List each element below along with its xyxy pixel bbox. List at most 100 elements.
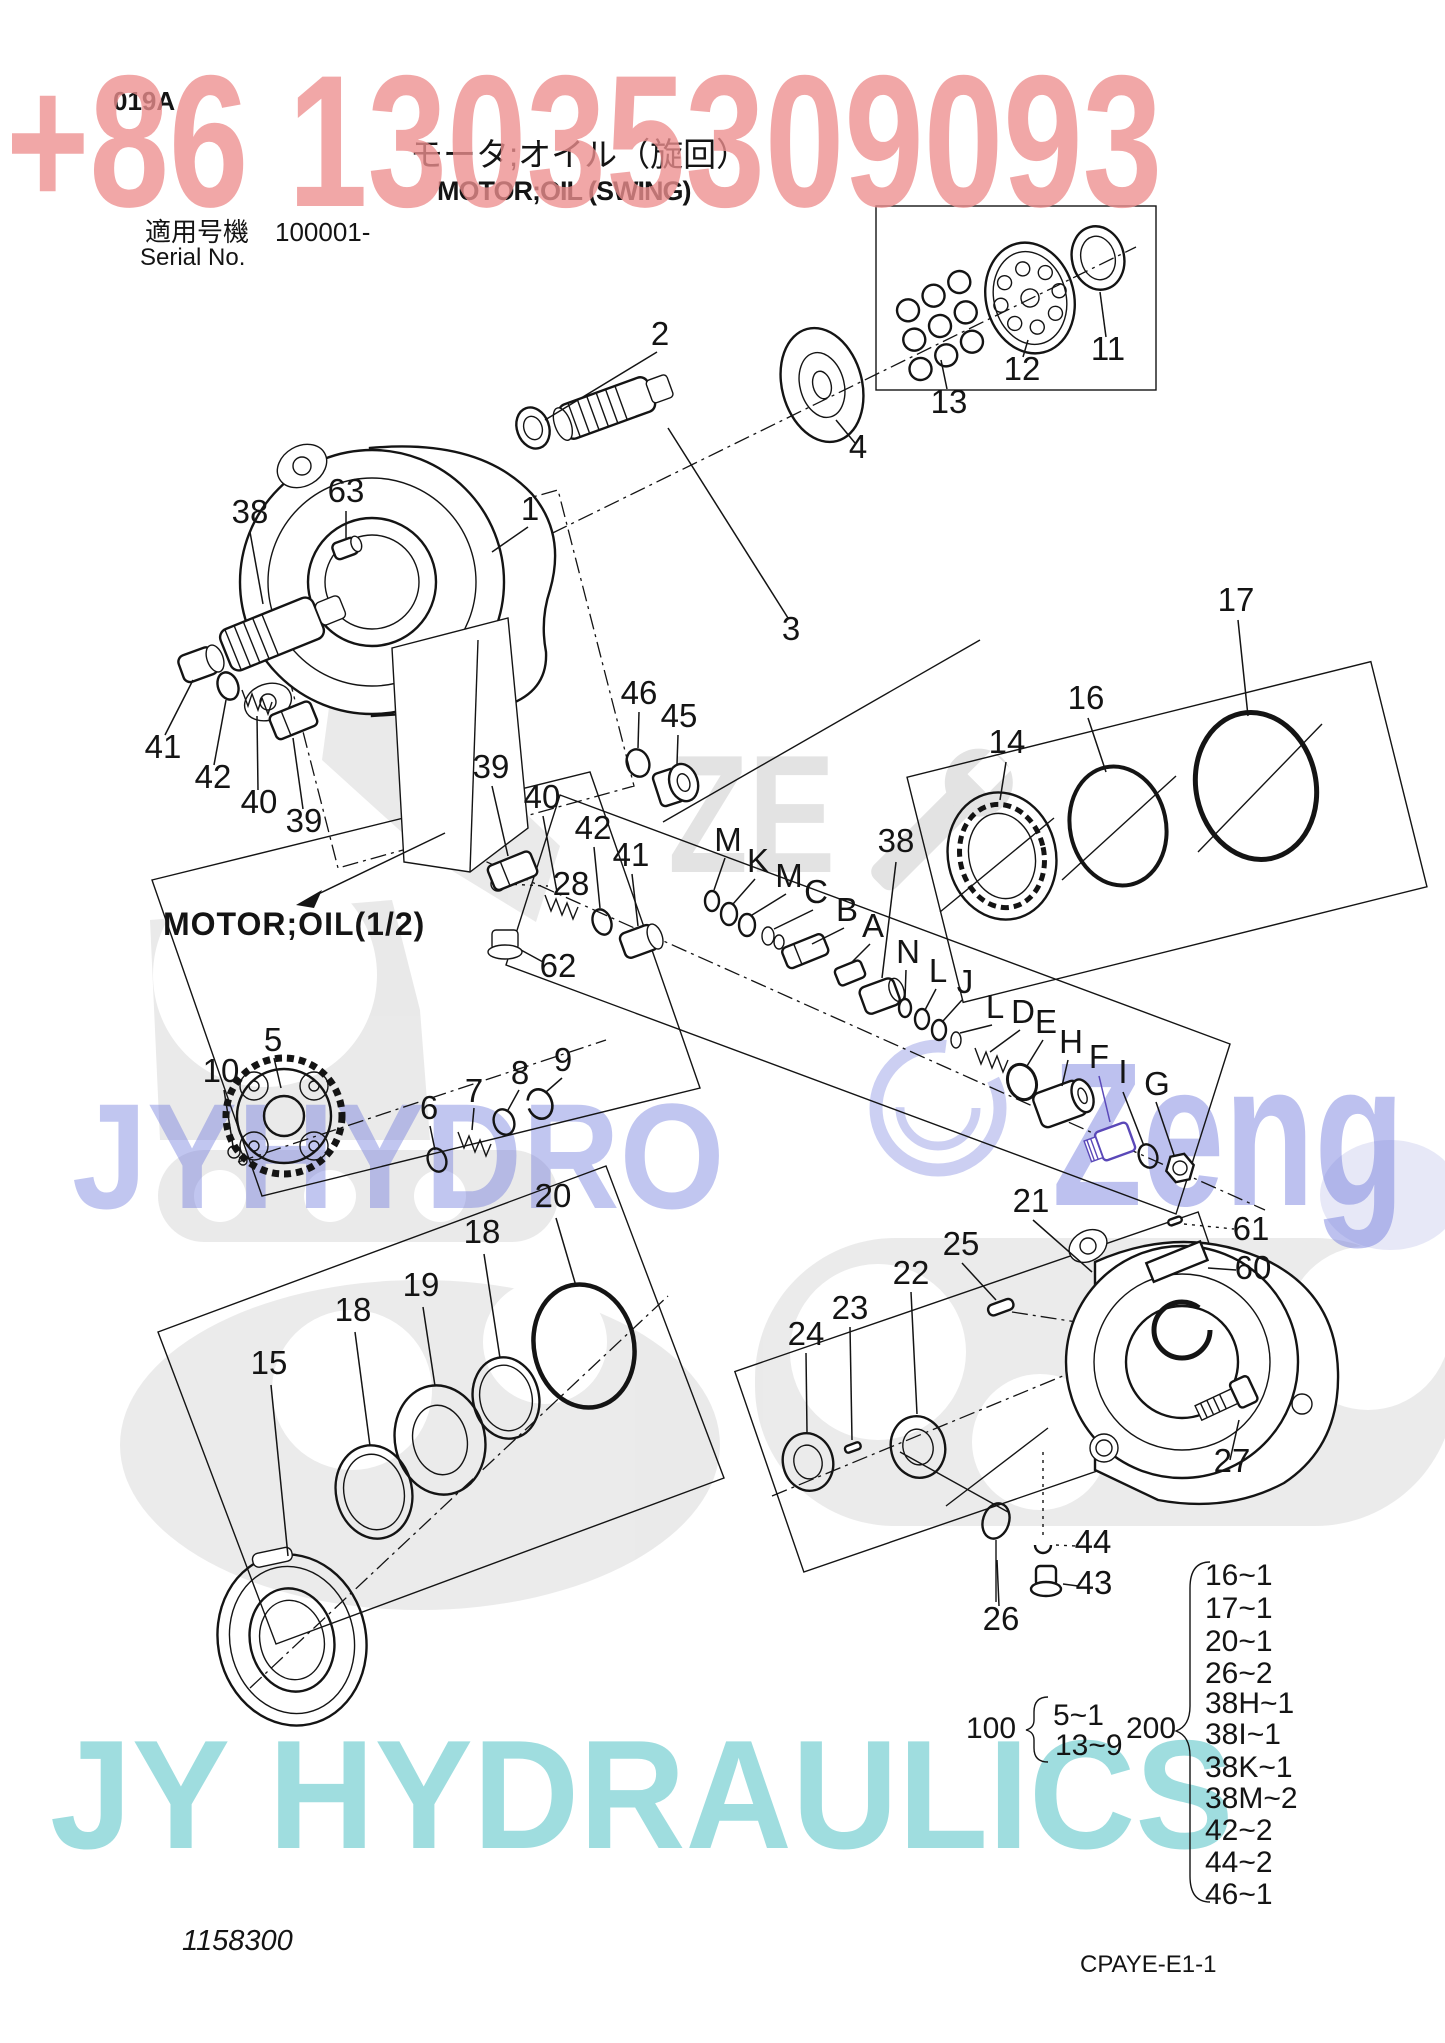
group-200-label: 200: [1126, 1712, 1176, 1745]
ze-logo-watermark: ZE: [668, 720, 835, 907]
callout-15: 15: [251, 1344, 288, 1381]
callout-1: 1: [521, 490, 539, 527]
part-oring-E: [1005, 1062, 1039, 1102]
brace-200: [1173, 1561, 1211, 1903]
part-spool-B: [781, 933, 830, 970]
qty-item: 20~1: [1205, 1625, 1273, 1658]
part-fitting-F: [1083, 1121, 1137, 1163]
part-carrier-gear-5: [222, 1054, 346, 1178]
phone-watermark: +86 13035309093: [6, 37, 1162, 246]
callout-61: 61: [1233, 1210, 1270, 1247]
qty-item: 42~2: [1205, 1814, 1273, 1847]
callout-M2: M: [775, 857, 803, 894]
callout-H: H: [1059, 1023, 1083, 1060]
part-bolt-27: [1194, 1375, 1259, 1422]
quantity-group-100: 100 5~1 13~9: [966, 1696, 1123, 1763]
subassembly-arrow: [296, 832, 446, 908]
ring-slash-lines: [939, 723, 1323, 913]
callout-23: 23: [832, 1289, 869, 1326]
part-valve-39a: [268, 700, 319, 741]
callout-40a: 40: [241, 783, 278, 820]
part-oring-17: [1192, 710, 1320, 862]
brace-100: [1025, 1696, 1049, 1763]
callout-B: B: [836, 891, 858, 928]
part-oring-20: [531, 1282, 637, 1410]
callout-44: 44: [1075, 1523, 1112, 1560]
drawing-number: 1158300: [182, 1925, 293, 1957]
part-cylinder-A: [833, 959, 867, 987]
qty-item: 44~2: [1205, 1846, 1273, 1879]
part-pin-23: [843, 1441, 862, 1454]
callout-A: A: [862, 907, 884, 944]
callout-I: I: [1118, 1053, 1127, 1090]
group-100-label: 100: [966, 1712, 1016, 1745]
part-nut-G: [1164, 1152, 1196, 1184]
callout-F: F: [1089, 1038, 1109, 1075]
part-chain-letter-orings: [703, 889, 785, 950]
part-spring-D: [974, 1047, 1009, 1074]
part-pin-61: [1167, 1215, 1183, 1227]
part-rear-housing-21: [1064, 1228, 1340, 1506]
callout-42b: 42: [575, 809, 612, 846]
part-plug-H: [1032, 1078, 1095, 1129]
part-oring-46: [625, 748, 651, 778]
part-pin-25: [986, 1297, 1015, 1317]
quantity-group-200: 200 16~1 17~1 20~1 26~2 38H~1 38I~1 38K~…: [1126, 1559, 1298, 1911]
part-oring-42b: [591, 908, 613, 936]
part-plug-41a: [177, 644, 225, 684]
callout-N: N: [896, 933, 920, 970]
application-serial-value: 100001-: [275, 217, 370, 247]
leader-lines: [164, 291, 1249, 1607]
application-label-jp: 適用号機: [145, 217, 249, 247]
qty-item: 38H~1: [1205, 1687, 1294, 1720]
part-ring-18a: [334, 1444, 414, 1540]
callout-2: 2: [651, 315, 669, 352]
title-japanese: モータ;オイル（旋回）: [410, 136, 749, 173]
callout-60: 60: [1235, 1249, 1272, 1286]
callout-42a: 42: [195, 758, 232, 795]
callout-5: 5: [264, 1021, 282, 1058]
callout-12: 12: [1004, 350, 1041, 387]
brand-logo-ring: [869, 1039, 1007, 1177]
part-pin-10: [227, 1145, 248, 1166]
callout-3: 3: [782, 610, 800, 647]
part-spring-40a: [241, 689, 273, 717]
qty-item: 16~1: [1205, 1559, 1273, 1592]
callout-L2: L: [986, 988, 1004, 1025]
part-splined-shaft-3: [552, 374, 674, 441]
application-label-en: Serial No.: [140, 244, 245, 271]
part-spring-7: [457, 1131, 492, 1158]
part-pin-44: [1033, 1544, 1053, 1555]
callout-E: E: [1035, 1003, 1057, 1040]
callout-63: 63: [328, 472, 365, 509]
brand-watermark-left: JYHYDRO: [72, 1073, 725, 1240]
part-seal-ring-2: [515, 406, 551, 450]
callout-10: 10: [203, 1052, 240, 1089]
qty-item: 38M~2: [1205, 1782, 1298, 1815]
callout-16: 16: [1068, 679, 1105, 716]
part-bearing-24: [781, 1432, 835, 1492]
qty-item: 38I~1: [1205, 1718, 1281, 1751]
part-coupling-38: [218, 595, 347, 672]
part-oring-42a: [216, 671, 240, 701]
callout-43: 43: [1076, 1564, 1113, 1601]
callout-9: 9: [554, 1041, 572, 1078]
part-ring-8: [492, 1108, 516, 1136]
callout-11: 11: [1091, 330, 1125, 367]
qty-item: 38K~1: [1205, 1751, 1293, 1784]
callout-28: 28: [553, 865, 590, 902]
page-code: 019A: [113, 86, 175, 116]
sheet-code: CPAYE-E1-1: [1080, 1951, 1217, 1978]
callout-62: 62: [540, 947, 577, 984]
part-spring-40b: [544, 894, 579, 921]
part-valve-39b: [486, 850, 539, 892]
callout-39b: 39: [473, 748, 510, 785]
callout-J: J: [957, 963, 974, 1000]
callout-46: 46: [621, 674, 658, 711]
qty-item: 46~1: [1205, 1878, 1273, 1911]
callout-26: 26: [983, 1600, 1020, 1637]
callout-D: D: [1011, 993, 1035, 1030]
callout-C: C: [804, 873, 828, 910]
